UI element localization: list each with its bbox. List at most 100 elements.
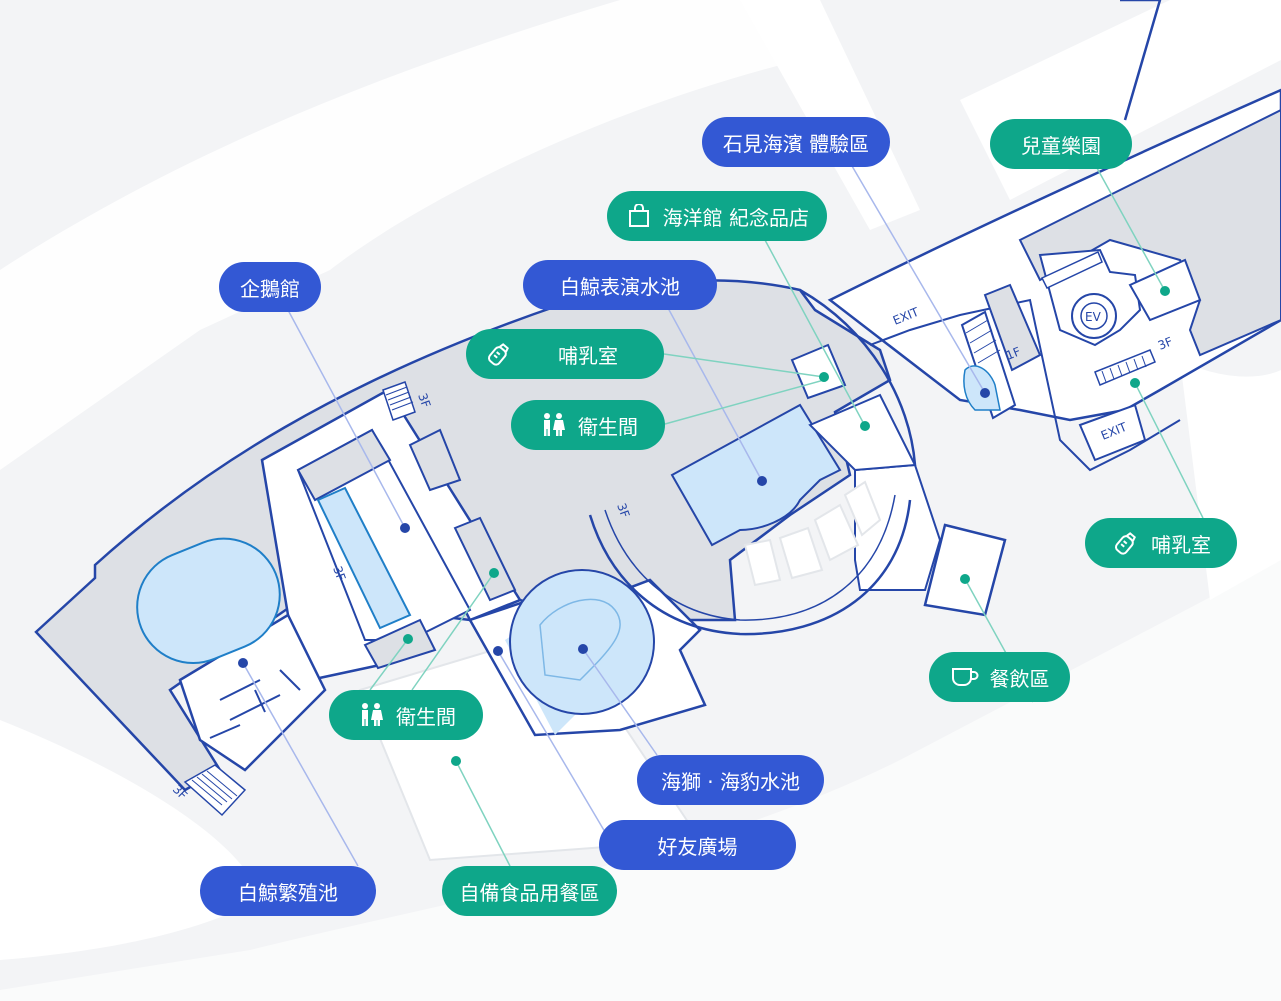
stair-lines-core	[965, 319, 1001, 364]
marker-shop[interactable]	[860, 421, 870, 431]
tag-kids-label: 兒童樂園	[1021, 133, 1101, 158]
tag-friend-plaza-label: 好友廣場	[657, 834, 738, 859]
whale-breeding-pool	[136, 537, 281, 664]
stairs-west-top	[382, 381, 416, 421]
location-markers	[238, 286, 1170, 766]
marker-kids[interactable]	[1160, 286, 1170, 296]
leader-picnic	[455, 760, 511, 867]
stair-lines-east	[1101, 355, 1147, 383]
marker-sealion[interactable]	[578, 644, 588, 654]
leader-shiwei	[851, 165, 986, 394]
road-lower	[0, 560, 1281, 1001]
marker-nursing-a[interactable]	[819, 372, 829, 382]
floor-mark-3f-b: 3F	[330, 564, 348, 583]
tag-whale-show-label: 白鯨表演水池	[560, 274, 680, 299]
tag-nursing-a[interactable]: 哺乳室	[466, 329, 664, 379]
tag-restroom-b[interactable]: 衛生間	[329, 690, 483, 740]
tag-kids[interactable]: 兒童樂園	[990, 119, 1132, 169]
small-room-2	[453, 516, 517, 602]
marker-friend-plaza[interactable]	[493, 646, 503, 656]
marker-restroom-b2[interactable]	[489, 568, 499, 578]
tag-sealion[interactable]: 海獅 · 海豹水池	[637, 755, 824, 805]
dome-wall	[799, 288, 917, 466]
leader-shop	[764, 239, 866, 427]
leader-restroom-b1	[369, 638, 409, 691]
marker-penguin[interactable]	[400, 523, 410, 533]
amphitheater-seats	[743, 480, 882, 587]
tag-nursing-b-label: 哺乳室	[1151, 532, 1211, 557]
stair-lines-west-top	[385, 386, 414, 411]
leader-kids	[1096, 167, 1166, 292]
tag-restroom-a[interactable]: 衛生間	[511, 400, 665, 450]
leader-friend-plaza	[497, 650, 606, 833]
restroom-icon	[356, 700, 386, 730]
tag-nursing-b[interactable]: 哺乳室	[1085, 518, 1237, 568]
baby-bottle-icon	[484, 339, 514, 369]
restroom-icon	[538, 410, 568, 440]
floor-mark-3f-c: 3F	[614, 501, 632, 520]
tag-restroom-a-label: 衛生間	[578, 414, 638, 439]
tag-dining[interactable]: 餐飲區	[929, 652, 1070, 702]
leader-whale-breed	[242, 662, 359, 867]
sealion-inner	[539, 598, 621, 681]
tag-shop[interactable]: 海洋館 紀念品店	[607, 191, 827, 241]
marker-dining[interactable]	[960, 574, 970, 584]
tag-shiwei-label: 石見海濱 體驗區	[722, 131, 870, 156]
tag-restroom-b-label: 衛生間	[396, 704, 456, 729]
elevator-room	[983, 283, 1042, 372]
stairs-west-bottom	[183, 764, 247, 817]
floor-mark-3f-e: 3F	[1156, 334, 1175, 352]
shopping-bag-icon	[625, 201, 653, 231]
marker-nursing-b[interactable]	[1130, 378, 1140, 388]
road-top	[0, 0, 800, 470]
tag-dining-label: 餐飲區	[989, 666, 1050, 691]
tag-friend-plaza[interactable]: 好友廣場	[599, 820, 796, 870]
penguin-pool	[316, 486, 412, 630]
marker-shiwei[interactable]	[980, 388, 990, 398]
leader-penguin	[287, 309, 406, 529]
east-inner-wall	[1120, 0, 1162, 121]
marker-picnic[interactable]	[451, 756, 461, 766]
leader-whale-show	[667, 307, 763, 482]
small-room-1	[408, 428, 462, 492]
tag-nursing-a-label: 哺乳室	[558, 343, 618, 368]
tag-shiwei[interactable]: 石見海濱 體驗區	[702, 117, 890, 167]
marker-whale-breed[interactable]	[238, 658, 248, 668]
tag-sealion-label: 海獅 · 海豹水池	[660, 769, 801, 794]
tag-shop-label: 海洋館 紀念品店	[662, 205, 809, 230]
tag-whale-breed[interactable]: 白鯨繁殖池	[200, 866, 376, 916]
road-bottom	[0, 720, 260, 960]
elevator-inner	[1080, 302, 1108, 330]
amphitheater-ring-outer	[588, 499, 912, 636]
tag-picnic-label: 自備食品用餐區	[459, 880, 600, 905]
baby-bottle-icon	[1111, 528, 1141, 558]
tag-penguin[interactable]: 企鵝館	[219, 262, 321, 312]
stairs-east	[1094, 349, 1156, 386]
leader-nursing-b	[1134, 382, 1204, 519]
marker-whale-show[interactable]	[757, 476, 767, 486]
road-top-right	[740, 0, 920, 230]
leader-lines	[242, 165, 1204, 867]
penguin-gray	[296, 428, 392, 502]
tag-penguin-label: 企鵝館	[240, 276, 300, 301]
marker-restroom-b1[interactable]	[403, 634, 413, 644]
leader-sealion	[582, 648, 658, 756]
nursing-room-east	[1078, 403, 1147, 462]
floor-mark-1f: 1F	[1004, 344, 1023, 362]
amphitheater-ring-inner	[604, 494, 896, 621]
whale-show-pool	[670, 403, 842, 547]
leader-restroom-a	[664, 379, 825, 425]
corridor	[869, 298, 1181, 472]
leader-restroom-b2	[411, 572, 495, 691]
tag-picnic[interactable]: 自備食品用餐區	[442, 866, 617, 916]
leader-nursing-a	[663, 353, 825, 378]
sealion-pool	[509, 569, 655, 715]
stairs-north	[1040, 250, 1103, 289]
coffee-cup-icon	[950, 662, 980, 692]
restroom-room	[363, 618, 437, 670]
stair-lines-west-bottom	[191, 770, 238, 806]
tag-whale-show[interactable]: 白鯨表演水池	[523, 260, 717, 310]
breeding-partitions	[209, 669, 301, 739]
elevator-label: EV	[1085, 310, 1102, 324]
